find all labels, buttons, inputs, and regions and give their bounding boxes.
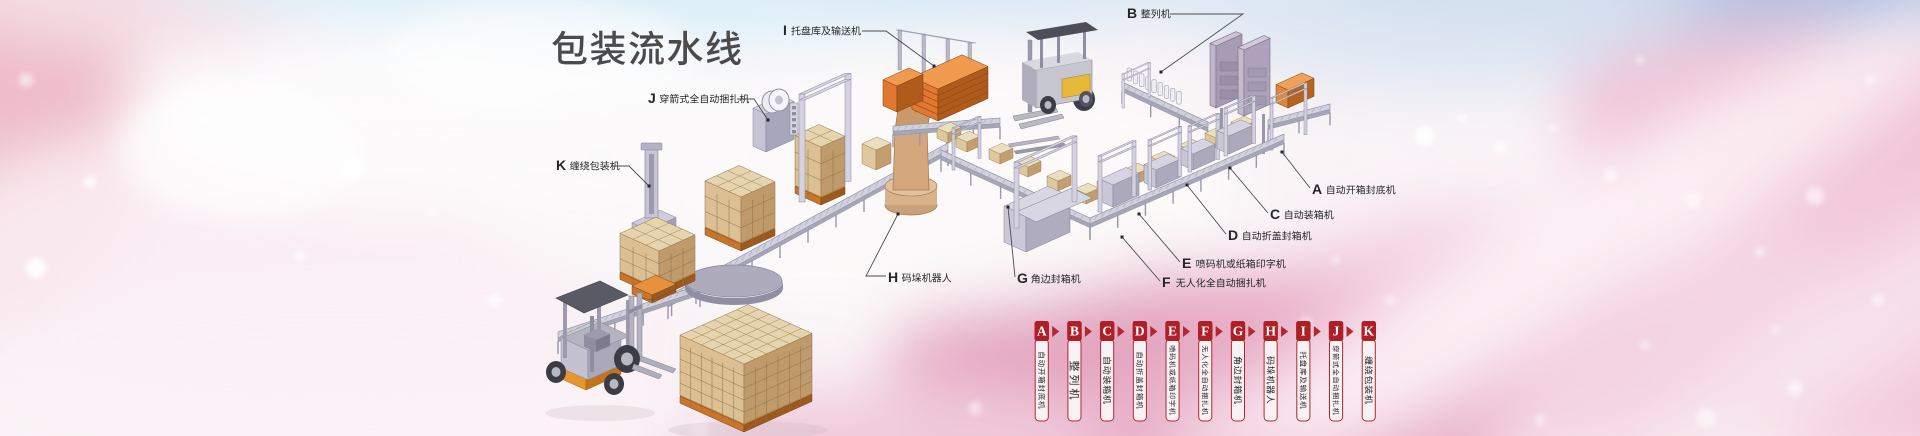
svg-text:H: H bbox=[1265, 324, 1276, 339]
svg-text:I: I bbox=[783, 22, 787, 38]
svg-text:D: D bbox=[1135, 324, 1145, 339]
svg-text:B: B bbox=[1127, 5, 1137, 21]
svg-text:D: D bbox=[1228, 227, 1238, 243]
svg-text:K: K bbox=[1364, 324, 1375, 339]
svg-text:E: E bbox=[1182, 255, 1191, 271]
svg-text:F: F bbox=[1201, 324, 1209, 339]
svg-text:I: I bbox=[1301, 324, 1306, 339]
svg-text:B: B bbox=[1070, 324, 1079, 339]
svg-text:J: J bbox=[648, 90, 656, 106]
svg-text:A: A bbox=[1312, 181, 1322, 197]
svg-text:G: G bbox=[1233, 324, 1244, 339]
svg-text:H: H bbox=[888, 269, 898, 285]
svg-text:C: C bbox=[1102, 324, 1112, 339]
svg-text:A: A bbox=[1037, 324, 1047, 339]
svg-text:G: G bbox=[1017, 270, 1028, 286]
svg-text:F: F bbox=[1162, 274, 1171, 290]
svg-text:K: K bbox=[556, 157, 566, 173]
svg-text:J: J bbox=[1333, 324, 1340, 339]
svg-text:E: E bbox=[1168, 324, 1177, 339]
svg-text:C: C bbox=[1270, 206, 1280, 222]
